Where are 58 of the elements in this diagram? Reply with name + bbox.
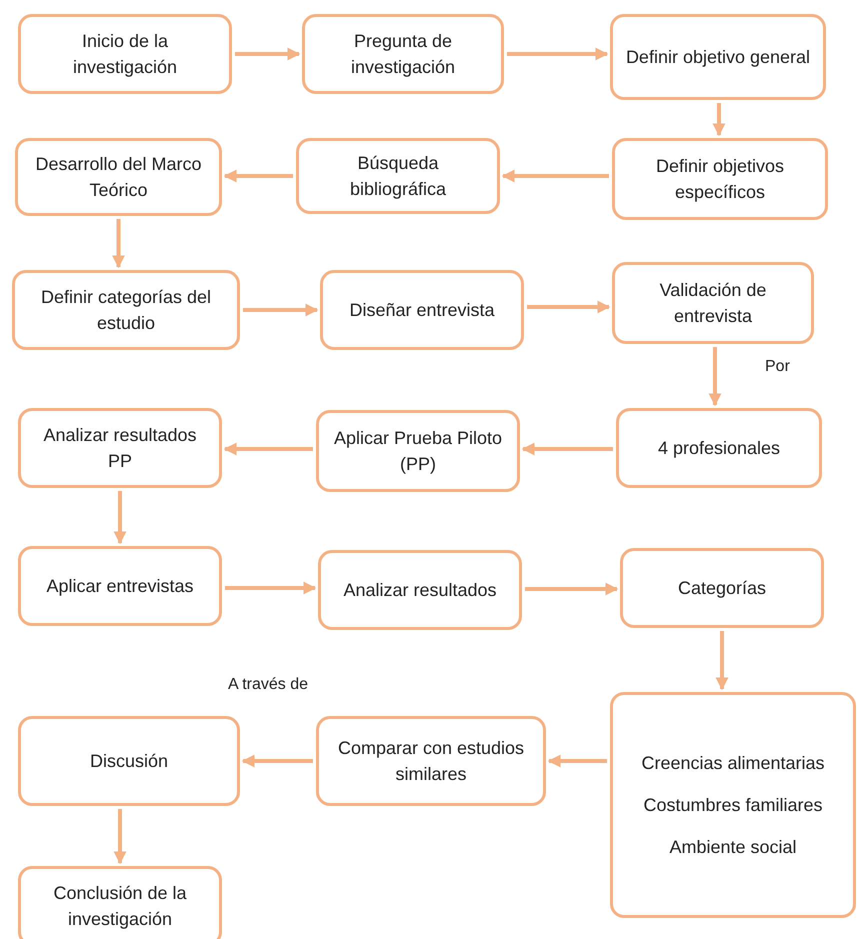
arrow — [548, 754, 607, 768]
process-box — [320, 270, 524, 350]
process-box — [296, 138, 500, 214]
process-box — [612, 262, 814, 344]
box-label: Creencias alimentarias — [641, 752, 825, 775]
process-box — [316, 410, 520, 492]
arrow — [712, 103, 726, 136]
process-box — [18, 14, 232, 94]
process-box — [12, 270, 240, 350]
arrow — [235, 48, 300, 60]
arrow — [243, 304, 318, 316]
arrow — [708, 347, 722, 406]
arrow — [522, 442, 613, 456]
arrow — [112, 219, 125, 268]
box-label: Costumbres familiares — [643, 794, 823, 817]
process-box — [316, 716, 546, 806]
box-label: Analizar resultados PP — [42, 424, 198, 473]
process-box — [610, 692, 856, 918]
arrow — [502, 170, 609, 182]
process-box — [610, 14, 826, 100]
box-label: Conclusión de la investigación — [52, 882, 188, 931]
arrow — [527, 300, 610, 314]
process-box — [612, 138, 828, 220]
box-label: Aplicar Prueba Piloto (PP) — [332, 426, 504, 476]
box-label: Analizar resultados — [343, 578, 497, 602]
arrow — [507, 48, 608, 60]
box-label: Comparar con estudios similares — [336, 736, 526, 786]
process-box — [318, 550, 522, 630]
box-label: Discusión — [90, 750, 168, 773]
box-label: Definir objetivo general — [626, 46, 810, 69]
box-label: Búsqueda bibliográfica — [348, 152, 448, 201]
box-label: Inicio de la investigación — [72, 30, 178, 79]
arrow — [224, 170, 293, 182]
box-label: Definir categorías del estudio — [40, 286, 212, 335]
box-label: Diseñar entrevista — [349, 298, 495, 322]
arrow — [114, 809, 126, 864]
process-box — [18, 408, 222, 488]
box-label: Definir objetivos específicos — [654, 154, 786, 204]
arrow — [224, 442, 313, 456]
process-box — [18, 716, 240, 806]
box-label: Pregunta de investigación — [350, 30, 456, 79]
arrow — [114, 491, 126, 544]
box-label: Validación de entrevista — [658, 278, 768, 328]
box-label: Desarrollo del Marco Teórico — [34, 152, 203, 202]
box-label: Ambiente social — [669, 836, 797, 860]
arrow — [716, 631, 728, 690]
process-box — [18, 866, 222, 939]
process-box — [302, 14, 504, 94]
arrow — [242, 754, 313, 768]
process-box — [15, 138, 222, 216]
arrow — [225, 582, 316, 594]
box-label: Aplicar entrevistas — [46, 574, 194, 598]
arrow — [525, 582, 618, 596]
box-label: 4 profesionales — [658, 436, 780, 460]
process-box — [620, 548, 824, 628]
process-box — [18, 546, 222, 626]
box-label: Categorías — [678, 576, 766, 600]
process-box — [616, 408, 822, 488]
